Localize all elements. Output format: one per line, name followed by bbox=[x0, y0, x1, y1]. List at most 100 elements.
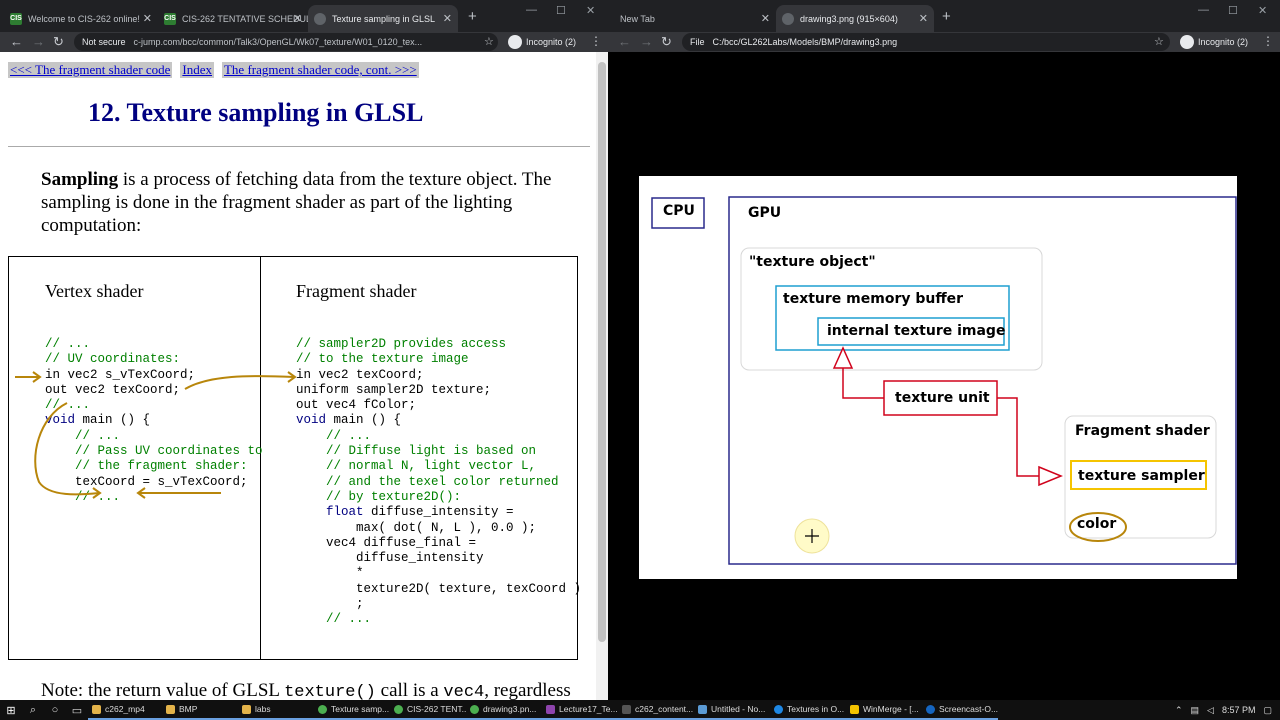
tray-chevron-icon[interactable]: ⌃ bbox=[1174, 704, 1183, 715]
forward-icon[interactable]: → bbox=[640, 34, 653, 49]
taskbar-item[interactable]: CIS-262 TENT... bbox=[390, 700, 466, 720]
app-icon bbox=[546, 704, 555, 714]
scroll-thumb[interactable] bbox=[598, 62, 606, 642]
tab-new-tab[interactable]: New Tab ✕ bbox=[614, 5, 776, 32]
page-scrollbar[interactable] bbox=[596, 52, 608, 700]
diagram-shapes bbox=[651, 196, 1237, 565]
prev-link[interactable]: <<< The fragment shader code bbox=[10, 62, 171, 77]
taskbar-item[interactable]: labs bbox=[238, 700, 314, 720]
close-icon[interactable]: ✕ bbox=[760, 13, 770, 25]
clock[interactable]: 8:57 PM bbox=[1221, 705, 1256, 715]
taskbar-item[interactable]: Untitled - No... bbox=[694, 700, 770, 720]
minimize-icon[interactable]: — bbox=[1198, 4, 1209, 16]
url-text[interactable]: c-jump.com/bcc/common/Talk3/OpenGL/Wk07_… bbox=[133, 37, 423, 47]
task-view-icon[interactable]: ▭ bbox=[71, 704, 83, 717]
left-tabstrip: CIS Welcome to CIS-262 online! ✕ CIS CIS… bbox=[0, 0, 608, 32]
security-indicator[interactable]: Not secure bbox=[82, 37, 126, 47]
star-icon[interactable]: ☆ bbox=[484, 36, 494, 48]
incognito-badge[interactable]: Incognito (2) bbox=[508, 35, 576, 49]
volume-icon[interactable]: ◁ bbox=[1207, 704, 1214, 715]
taskbar-label: Untitled - No... bbox=[711, 704, 766, 714]
maximize-icon[interactable]: ☐ bbox=[556, 5, 566, 17]
nav-spacer bbox=[213, 62, 222, 78]
edge-icon bbox=[774, 704, 783, 714]
page-nav: <<< The fragment shader code Index The f… bbox=[8, 62, 419, 78]
tab-welcome[interactable]: CIS Welcome to CIS-262 online! ✕ bbox=[4, 5, 158, 32]
menu-icon[interactable]: ⋮ bbox=[590, 34, 602, 48]
taskbar-label: WinMerge - [... bbox=[863, 704, 919, 714]
address-bar[interactable]: Not secure c-jump.com/bcc/common/Talk3/O… bbox=[74, 33, 498, 51]
memory-buffer-box bbox=[775, 285, 1010, 351]
incognito-label: Incognito (2) bbox=[526, 37, 577, 47]
unit-to-image-connector bbox=[842, 368, 884, 399]
taskbar-item[interactable]: Lecture17_Te... bbox=[542, 700, 618, 720]
close-icon[interactable]: ✕ bbox=[918, 13, 928, 25]
taskbar-label: c262_mp4 bbox=[105, 704, 145, 714]
tab-label: drawing3.png (915×604) bbox=[800, 13, 898, 24]
star-icon[interactable]: ☆ bbox=[1154, 36, 1164, 48]
network-icon[interactable]: ▤ bbox=[1190, 704, 1200, 715]
back-icon[interactable]: ← bbox=[10, 34, 23, 49]
folder-icon bbox=[92, 704, 101, 714]
taskbar-item[interactable]: BMP bbox=[162, 700, 238, 720]
taskbar-label: c262_content... bbox=[635, 704, 694, 714]
tab-texture-sampling[interactable]: Texture sampling in GLSL ✕ bbox=[308, 5, 458, 32]
window-close-icon[interactable]: ✕ bbox=[586, 5, 596, 17]
cis-favicon-icon: CIS bbox=[10, 12, 22, 25]
window-close-icon[interactable]: ✕ bbox=[1258, 5, 1268, 17]
address-bar[interactable]: File C:/bcc/GL262Labs/Models/BMP/drawing… bbox=[682, 33, 1170, 51]
forward-icon[interactable]: → bbox=[32, 34, 45, 49]
tab-schedule[interactable]: CIS CIS-262 TENTATIVE SCHEDULE ✕ bbox=[158, 5, 308, 32]
folder-icon bbox=[242, 704, 251, 714]
cortana-icon[interactable]: ○ bbox=[51, 704, 59, 716]
taskbar-item[interactable]: WinMerge - [... bbox=[846, 700, 922, 720]
column-divider bbox=[260, 257, 261, 659]
taskbar-item[interactable]: Texture samp... bbox=[314, 700, 390, 720]
taskbar-item[interactable]: Textures in O... bbox=[770, 700, 846, 720]
color-annotation-circle bbox=[1069, 512, 1127, 542]
taskbar-label: drawing3.pn... bbox=[483, 704, 537, 714]
reload-icon[interactable]: ↻ bbox=[53, 34, 64, 49]
close-icon[interactable]: ✕ bbox=[292, 13, 302, 25]
incognito-label: Incognito (2) bbox=[1198, 37, 1249, 47]
intro-paragraph: Sampling is a process of fetching data f… bbox=[41, 168, 589, 237]
note-code: texture() bbox=[284, 683, 376, 700]
taskbar-label: Lecture17_Te... bbox=[559, 704, 618, 714]
next-link[interactable]: The fragment shader code, cont. >>> bbox=[223, 62, 417, 77]
reload-icon[interactable]: ↻ bbox=[661, 34, 672, 49]
nav-spacer bbox=[172, 62, 181, 78]
tab-drawing3[interactable]: drawing3.png (915×604) ✕ bbox=[776, 5, 934, 32]
taskbar-item[interactable]: drawing3.pn... bbox=[466, 700, 542, 720]
menu-icon[interactable]: ⋮ bbox=[1262, 34, 1274, 48]
close-icon[interactable]: ✕ bbox=[142, 13, 152, 25]
taskbar: ⊞ ⌕ ○ ▭ c262_mp4 BMP labs Texture samp..… bbox=[0, 700, 1280, 720]
color-label: color bbox=[1077, 516, 1117, 532]
taskbar-item[interactable]: c262_content... bbox=[618, 700, 694, 720]
search-icon[interactable]: ⌕ bbox=[29, 703, 37, 716]
note-text: Note: the return value of GLSL bbox=[41, 680, 285, 700]
arrowhead-icon bbox=[832, 346, 854, 369]
taskbar-item[interactable]: c262_mp4 bbox=[88, 700, 162, 720]
minimize-icon[interactable]: — bbox=[526, 4, 537, 16]
winmerge-icon bbox=[850, 704, 859, 714]
new-tab-icon[interactable]: + bbox=[942, 8, 951, 25]
new-tab-icon[interactable]: + bbox=[468, 8, 477, 25]
arrowhead-icon bbox=[1038, 465, 1063, 487]
gpu-box bbox=[728, 196, 1237, 565]
cis-favicon-icon: CIS bbox=[164, 12, 176, 25]
texture-unit-label: texture unit bbox=[895, 390, 990, 406]
back-icon[interactable]: ← bbox=[618, 34, 631, 49]
paragraph-text: is a process of fetching data from the t… bbox=[41, 169, 552, 236]
index-link[interactable]: Index bbox=[182, 62, 212, 77]
texture-object-label: "texture object" bbox=[749, 254, 876, 270]
windows-start-icon[interactable]: ⊞ bbox=[6, 704, 16, 717]
maximize-icon[interactable]: ☐ bbox=[1228, 5, 1238, 17]
texture-sampler-box bbox=[1070, 460, 1207, 490]
close-icon[interactable]: ✕ bbox=[442, 13, 452, 25]
url-text[interactable]: C:/bcc/GL262Labs/Models/BMP/drawing3.png bbox=[712, 37, 898, 47]
incognito-badge[interactable]: Incognito (2) bbox=[1180, 35, 1248, 49]
taskbar-item[interactable]: Screencast-O... bbox=[922, 700, 998, 720]
left-toolbar: ← → ↻ Not secure c-jump.com/bcc/common/T… bbox=[0, 32, 608, 52]
notification-icon[interactable]: ▢ bbox=[1263, 704, 1272, 715]
file-indicator[interactable]: File bbox=[690, 37, 705, 47]
